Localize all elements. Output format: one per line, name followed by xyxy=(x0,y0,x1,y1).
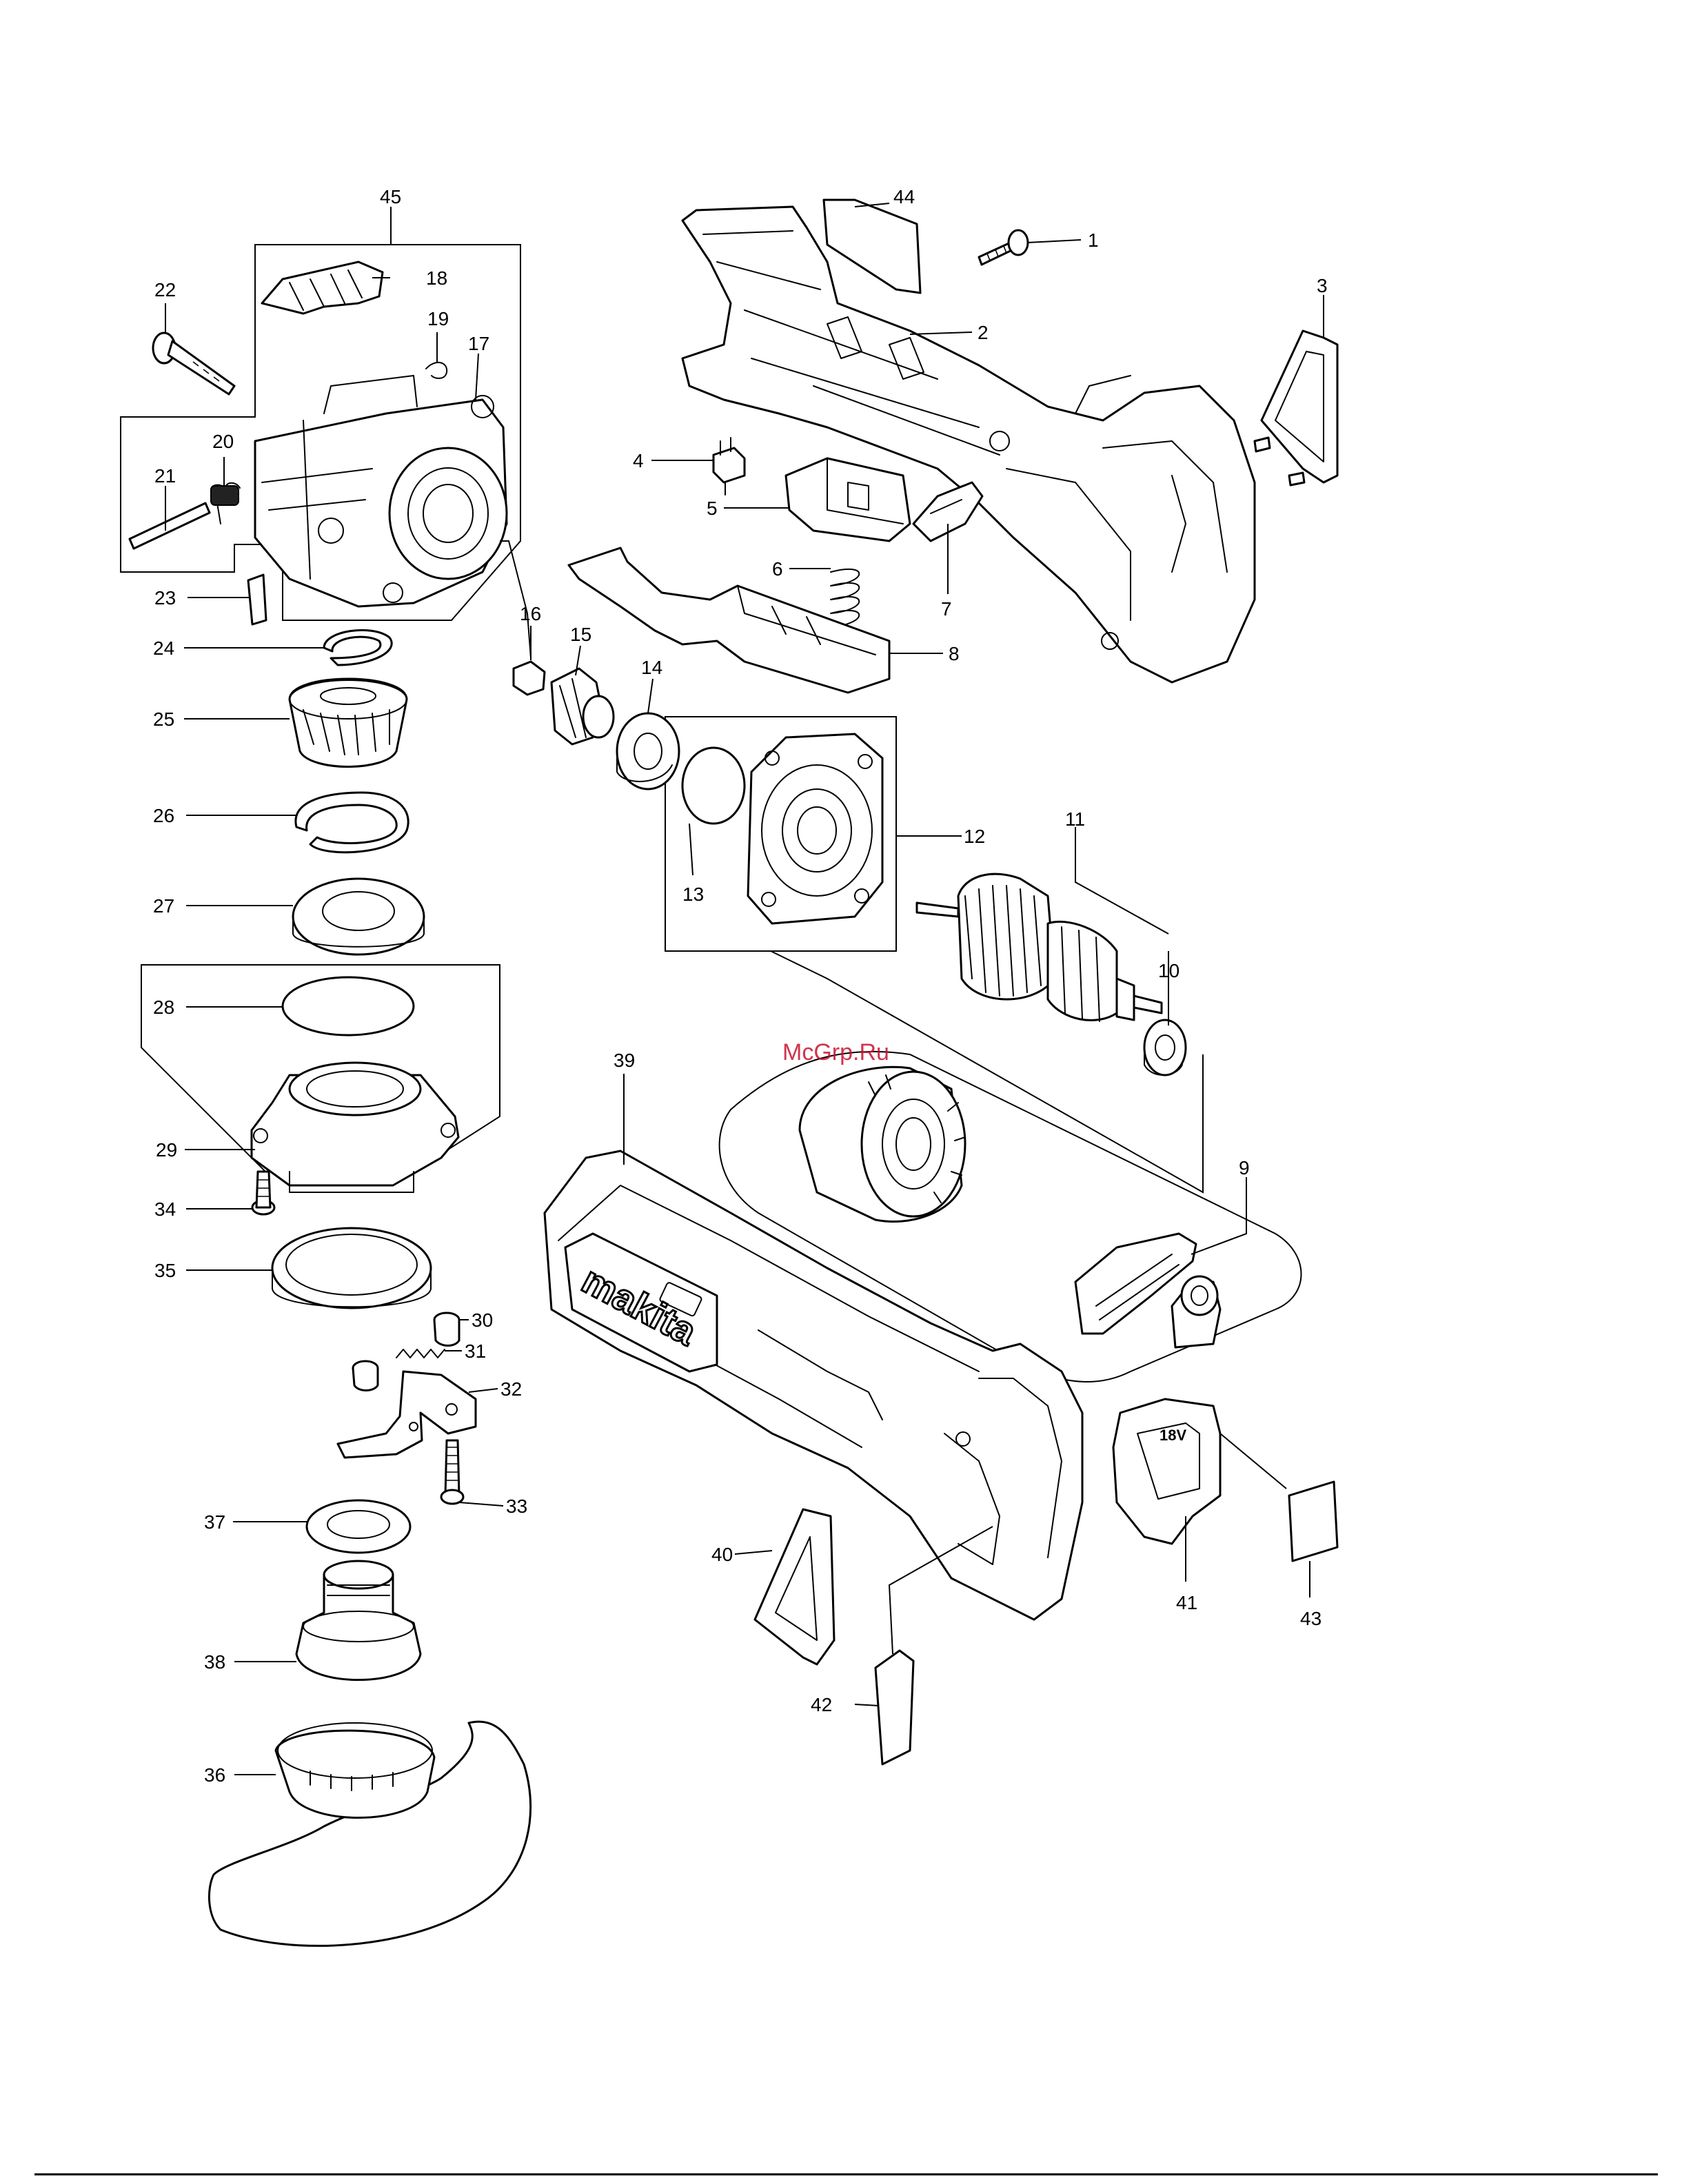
callout-23: 23 xyxy=(154,587,176,609)
callout-2: 2 xyxy=(978,322,989,343)
callout-8: 8 xyxy=(949,643,960,664)
callout-37: 37 xyxy=(204,1511,225,1533)
switch-block-5 xyxy=(786,458,910,541)
clip-19 xyxy=(426,363,447,378)
callout-38: 38 xyxy=(204,1651,225,1673)
labyrinth-ring-35 xyxy=(272,1228,431,1308)
key-23 xyxy=(248,575,266,624)
nut-32a xyxy=(353,1361,378,1391)
battery-terminal-41: 18V xyxy=(1113,1399,1220,1544)
callout-32: 32 xyxy=(500,1378,522,1400)
circlip-26 xyxy=(296,793,408,853)
callout-3: 3 xyxy=(1317,275,1328,296)
label-44 xyxy=(824,200,920,293)
battery-badge: 18V xyxy=(1160,1427,1186,1444)
o-ring-13 xyxy=(682,748,745,824)
callout-11: 11 xyxy=(1065,808,1085,830)
spring-6 xyxy=(831,569,859,627)
screw-33 xyxy=(441,1440,463,1504)
callout-5: 5 xyxy=(707,498,718,519)
callout-7: 7 xyxy=(941,598,952,620)
bearing-10 xyxy=(1144,1020,1186,1075)
terminal-4 xyxy=(713,438,745,495)
spring-20 xyxy=(211,483,240,524)
callout-31: 31 xyxy=(465,1340,486,1362)
button-cap-30 xyxy=(434,1313,459,1346)
gear-housing-17 xyxy=(255,376,507,606)
switch-dial xyxy=(1172,1276,1220,1347)
callout-4: 4 xyxy=(633,450,644,471)
callout-6: 6 xyxy=(772,558,783,580)
armature-11 xyxy=(917,874,1162,1021)
callout-16: 16 xyxy=(520,603,541,624)
stator xyxy=(800,1067,965,1221)
screw-1 xyxy=(979,230,1028,265)
spindle-38 xyxy=(296,1561,421,1680)
wheel-guard-36 xyxy=(209,1722,530,1946)
callout-9: 9 xyxy=(1239,1157,1250,1178)
bearing-box-29 xyxy=(252,1063,458,1192)
callout-19: 19 xyxy=(427,308,449,329)
nut-16 xyxy=(514,662,545,695)
callout-44: 44 xyxy=(893,186,915,207)
callout-39: 39 xyxy=(614,1050,635,1071)
bracket-40 xyxy=(755,1509,834,1664)
o-ring-28 xyxy=(283,977,414,1035)
callout-14: 14 xyxy=(641,657,662,678)
bolt-22 xyxy=(153,333,234,394)
callout-35: 35 xyxy=(154,1260,176,1281)
callout-36: 36 xyxy=(204,1764,225,1786)
retaining-ring-24 xyxy=(324,630,392,665)
callout-25: 25 xyxy=(153,708,174,730)
label-42 xyxy=(875,1651,913,1764)
callout-21: 21 xyxy=(154,465,176,487)
callout-12: 12 xyxy=(964,826,985,847)
fan-boss-15 xyxy=(551,669,614,744)
callout-20: 20 xyxy=(212,431,234,452)
callout-13: 13 xyxy=(682,884,704,905)
callout-1: 1 xyxy=(1088,229,1099,251)
callout-15: 15 xyxy=(570,624,591,645)
callout-33: 33 xyxy=(506,1496,527,1517)
callout-41: 41 xyxy=(1176,1592,1197,1613)
washer-37 xyxy=(307,1500,410,1553)
callout-17: 17 xyxy=(468,333,489,354)
screw-34 xyxy=(252,1172,274,1214)
spring-31 xyxy=(396,1349,445,1358)
lock-lever-18 xyxy=(262,262,383,314)
callout-29: 29 xyxy=(156,1139,177,1161)
callout-30: 30 xyxy=(472,1309,493,1331)
bearing-14 xyxy=(617,713,679,789)
callout-34: 34 xyxy=(154,1198,176,1220)
callout-45: 45 xyxy=(380,186,401,207)
callout-26: 26 xyxy=(153,805,174,826)
watermark: McGrp.Ru xyxy=(782,1039,889,1065)
callout-27: 27 xyxy=(153,895,174,917)
bevel-gear-25 xyxy=(290,679,407,767)
label-43 xyxy=(1289,1482,1337,1561)
pin-21 xyxy=(130,503,210,549)
callout-18: 18 xyxy=(426,267,447,289)
callout-42: 42 xyxy=(811,1694,832,1715)
callout-22: 22 xyxy=(154,279,176,300)
bearing-retainer-12 xyxy=(748,734,882,923)
bracket-3 xyxy=(1255,331,1337,485)
callout-43: 43 xyxy=(1300,1608,1322,1629)
bearing-27 xyxy=(293,879,424,955)
callout-10: 10 xyxy=(1158,960,1179,981)
callout-40: 40 xyxy=(711,1544,733,1565)
callout-28: 28 xyxy=(153,997,174,1018)
callout-24: 24 xyxy=(153,637,174,659)
